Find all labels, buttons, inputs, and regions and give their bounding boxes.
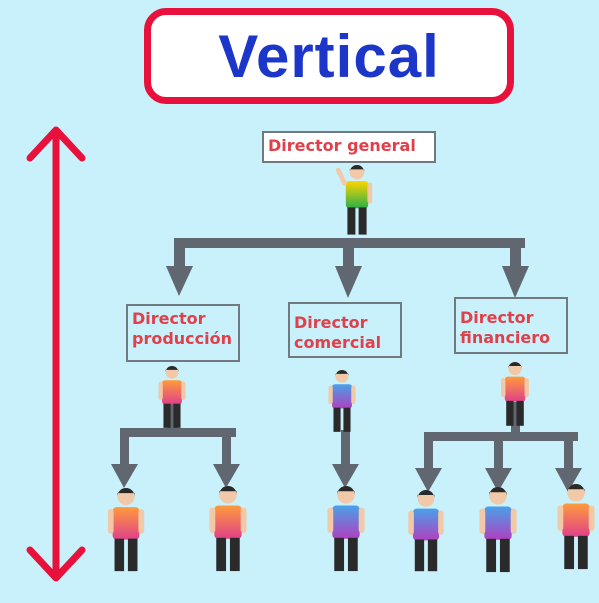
title-frame: Vertical	[144, 8, 514, 104]
person-icon	[107, 488, 145, 572]
down-arrow-icon	[111, 266, 582, 492]
node-director-comercial: Director comercial	[288, 302, 402, 358]
node-director-produccion: Director producción	[126, 304, 240, 362]
person-icon	[209, 485, 247, 572]
person-icon	[501, 362, 529, 426]
person-icon	[158, 366, 186, 428]
double-headed-arrow-icon	[26, 126, 86, 582]
node-label-line1: Director	[294, 313, 368, 332]
person-icon	[408, 490, 444, 572]
connector-lines	[120, 238, 578, 470]
person-icon	[557, 483, 595, 570]
node-label-line2: comercial	[294, 333, 382, 352]
person-icon	[328, 370, 356, 432]
person-icon	[335, 164, 373, 235]
person-icon	[327, 485, 365, 572]
node-director-general: Director general	[262, 131, 436, 163]
people-layer	[107, 164, 595, 573]
node-label-line1: Director general	[268, 136, 416, 155]
node-director-financiero: Director financiero	[454, 297, 568, 354]
node-label-line2: producción	[132, 329, 233, 348]
page-title: Vertical	[218, 22, 440, 90]
node-label-line2: financiero	[460, 328, 551, 347]
person-icon	[479, 487, 517, 573]
node-label-line1: Director	[460, 308, 534, 327]
node-label-line1: Director	[132, 309, 206, 328]
